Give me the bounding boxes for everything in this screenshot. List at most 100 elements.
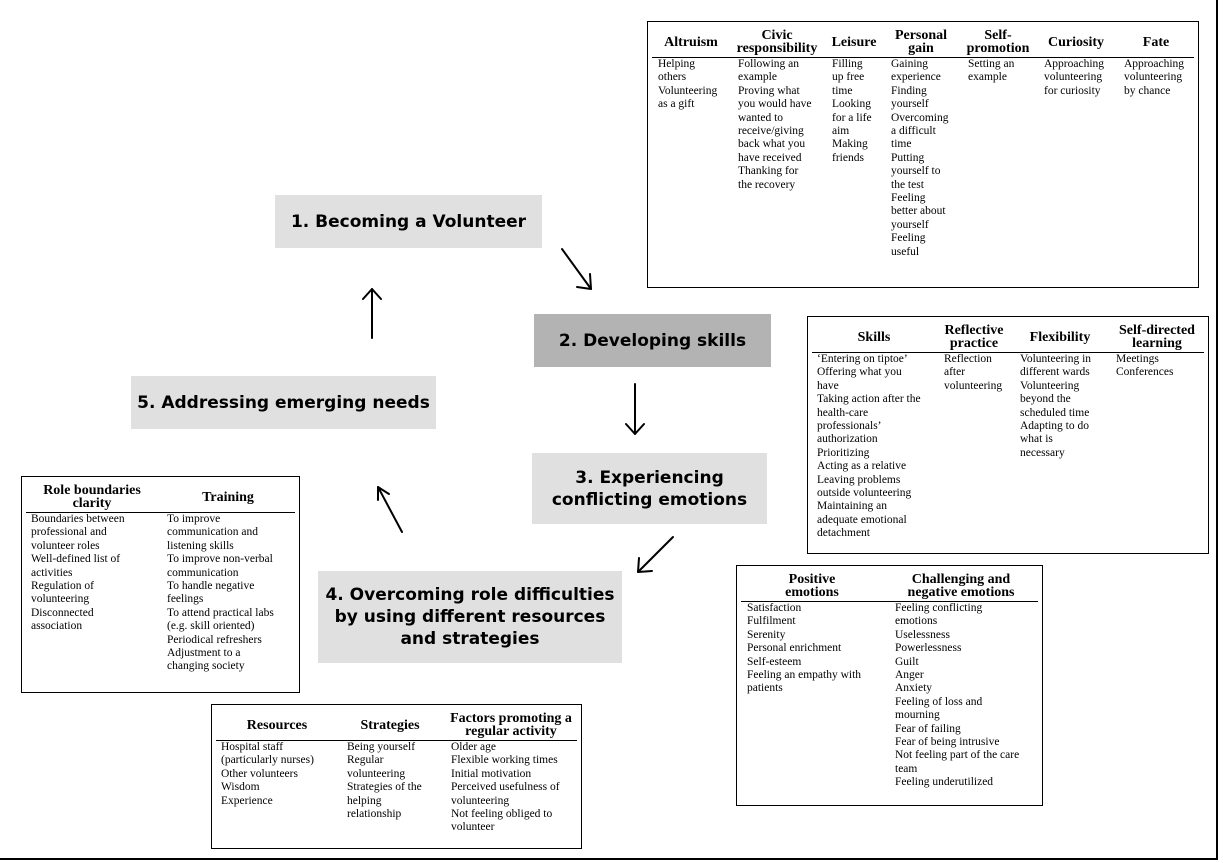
- list-item: Serenity: [747, 628, 786, 641]
- column-role-boundaries: Boundaries between professional and volu…: [31, 513, 125, 634]
- list-item: Setting an example: [968, 58, 1015, 84]
- column-civic-responsibility: Following an example Proving what you wo…: [738, 58, 811, 192]
- list-item: Powerlessness: [895, 642, 962, 655]
- list-item: Maintaining an adequate emotional detach…: [817, 500, 907, 540]
- column-skills: ‘Entering on tiptoe’ Offering what you h…: [817, 353, 921, 541]
- list-item: Older age: [451, 741, 497, 753]
- stage-3-label: 3. Experiencing conflicting emotions: [551, 467, 748, 510]
- header-curiosity: Curiosity: [1048, 35, 1104, 50]
- list-item: Initial motivation: [451, 767, 532, 780]
- list-item: Helping others: [658, 58, 696, 84]
- header-personal-gain: Personal gain: [894, 28, 948, 56]
- header-civic-responsibility: Civic responsibility: [736, 28, 818, 56]
- header-reflective-practice: Reflective practice: [944, 323, 1004, 351]
- list-item: Volunteering in different wards: [1020, 353, 1092, 379]
- list-item: Feeling useful: [891, 232, 926, 258]
- column-factors: Older age Flexible working times Initial…: [451, 741, 560, 835]
- arrow-4-to-5-icon: [377, 486, 403, 533]
- column-self-promotion: Setting an example: [968, 58, 1014, 85]
- list-item: Taking action after the health-care prof…: [817, 393, 921, 446]
- list-item: Boundaries between professional and volu…: [31, 513, 125, 552]
- list-item: Prioritizing: [817, 446, 870, 459]
- list-item: Feeling of loss and mourning: [895, 695, 983, 722]
- stage-5-label: 5. Addressing emerging needs: [137, 392, 430, 413]
- arrow-5-to-1-icon: [362, 288, 382, 339]
- list-item: Disconnected association: [31, 606, 94, 633]
- list-item: Anger: [895, 669, 924, 682]
- list-item: Flexible working times: [451, 754, 558, 767]
- header-self-directed-learning: Self-directed learning: [1119, 323, 1195, 351]
- list-item: Looking for a life aim: [832, 98, 872, 138]
- column-reflective-practice: Reflection after volunteering: [944, 353, 1002, 393]
- list-item: Strategies of the helping relationship: [347, 781, 422, 821]
- list-item: ‘Entering on tiptoe’: [817, 353, 908, 365]
- list-item: Overcoming a difficult time: [891, 111, 949, 151]
- list-item: Feeling better about yourself: [891, 192, 946, 231]
- header-fate: Fate: [1142, 35, 1170, 50]
- list-item: Putting yourself to the test: [891, 151, 941, 191]
- list-item: Approaching volunteering by chance: [1124, 58, 1185, 97]
- header-altruism: Altruism: [664, 35, 718, 50]
- column-curiosity: Approaching volunteering for curiosity: [1044, 58, 1104, 98]
- list-item: Feeling an empathy with patients: [747, 669, 862, 695]
- list-item: To improve communication and listening s…: [167, 513, 259, 552]
- list-item: To improve non-verbal communication: [167, 553, 273, 579]
- stage-2-developing-skills: 2. Developing skills: [534, 314, 771, 367]
- list-item: Experience: [221, 794, 273, 807]
- arrow-3-to-4-icon: [637, 536, 674, 573]
- list-item: Other volunteers: [221, 767, 298, 780]
- list-item: Regular volunteering: [347, 754, 406, 780]
- list-item: Leaving problems outside volunteering: [817, 473, 912, 500]
- header-negative-emotions: Challenging and negative emotions: [907, 572, 1015, 600]
- list-item: Fear of failing: [895, 722, 961, 735]
- list-item: Hospital staff (particularly nurses): [221, 741, 314, 767]
- list-item: Not feeling obliged to volunteer: [451, 808, 553, 834]
- list-item: Not feeling part of the care team: [895, 749, 1020, 775]
- list-item: Self-esteem: [747, 655, 802, 668]
- column-strategies: Being yourself Regular volunteering Stra…: [347, 741, 422, 821]
- column-training: To improve communication and listening s…: [167, 513, 274, 674]
- column-personal-gain: Gaining experience Finding yourself Over…: [891, 58, 948, 259]
- list-item: Anxiety: [895, 682, 933, 695]
- header-skills: Skills: [857, 330, 891, 345]
- list-item: Perceived usefulness of volunteering: [451, 781, 560, 807]
- list-item: Following an example: [738, 58, 800, 84]
- list-item: Acting as a relative: [817, 460, 907, 473]
- list-item: Uselessness: [895, 628, 950, 641]
- stage-3-conflicting-emotions: 3. Experiencing conflicting emotions: [532, 453, 767, 524]
- column-positive-emotions: Satisfaction Fulfilment Serenity Persona…: [747, 602, 861, 696]
- list-item: Guilt: [895, 655, 919, 668]
- list-item: Satisfaction: [747, 602, 802, 614]
- list-item: Adapting to do what is necessary: [1020, 420, 1089, 459]
- stage-1-label: 1. Becoming a Volunteer: [290, 211, 527, 232]
- stage-5-emerging-needs: 5. Addressing emerging needs: [131, 376, 436, 429]
- list-item: Periodical refreshers: [167, 633, 262, 646]
- list-item: To attend practical labs (e.g. skill ori…: [167, 606, 274, 633]
- table-resources: Resources Strategies Factors promoting a…: [211, 704, 582, 849]
- list-item: Thanking for the recovery: [738, 165, 799, 191]
- column-flexibility: Volunteering in different wards Voluntee…: [1020, 353, 1091, 460]
- list-item: Meetings: [1116, 353, 1159, 365]
- list-item: Fear of being intrusive: [895, 736, 1000, 749]
- column-self-directed-learning: Meetings Conferences: [1116, 353, 1173, 380]
- list-item: Approaching volunteering for curiosity: [1044, 58, 1105, 97]
- header-factors: Factors promoting a regular activity: [450, 711, 572, 739]
- list-item: Gaining experience: [891, 58, 941, 84]
- table-emotions: Positive emotions Challenging and negati…: [736, 565, 1043, 806]
- column-fate: Approaching volunteering by chance: [1124, 58, 1184, 98]
- table-skills: Skills Reflective practice Flexibility S…: [807, 316, 1209, 554]
- list-item: To handle negative feelings: [167, 580, 255, 606]
- table-needs: Role boundaries clarity Training Boundar…: [21, 476, 300, 693]
- list-item: Filling up free time: [832, 58, 865, 97]
- header-self-promotion: Self- promotion: [966, 28, 1030, 56]
- list-item: Conferences: [1116, 366, 1174, 379]
- list-item: Feeling conflicting emotions: [895, 602, 983, 628]
- column-negative-emotions: Feeling conflicting emotions Uselessness…: [895, 602, 1019, 790]
- header-resources: Resources: [246, 718, 308, 733]
- list-item: Volunteering beyond the scheduled time: [1020, 379, 1090, 419]
- list-item: Well-defined list of activities: [31, 553, 121, 579]
- list-item: Reflection after volunteering: [944, 353, 1003, 392]
- column-resources: Hospital staff (particularly nurses) Oth…: [221, 741, 314, 808]
- header-training: Training: [202, 490, 254, 505]
